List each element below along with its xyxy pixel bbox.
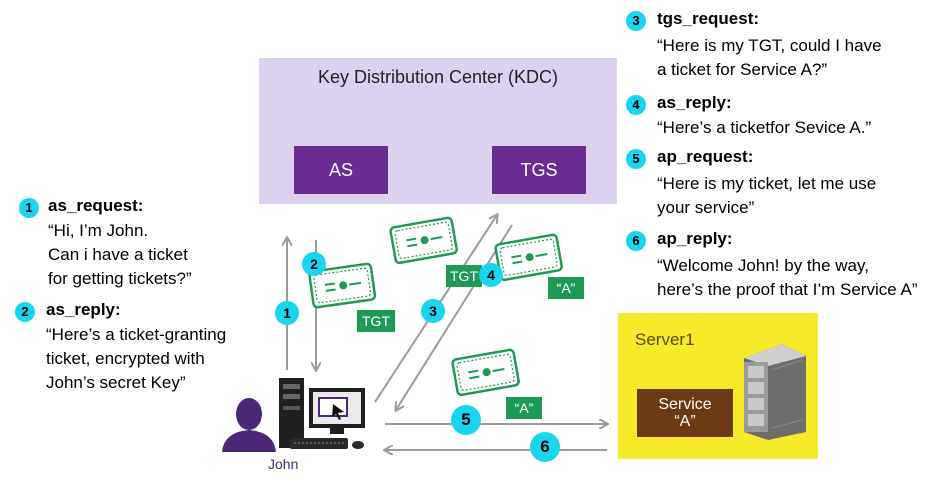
- step-badge-4: 4: [626, 95, 646, 115]
- step-5-title: ap_request:: [657, 147, 754, 166]
- diagram-badge-3: 3: [421, 299, 445, 323]
- tgt-tag: TGT: [357, 310, 395, 332]
- client-label: John: [268, 456, 299, 472]
- service-label-line2: “A”: [674, 413, 696, 430]
- step-2-title: as_reply:: [46, 300, 121, 319]
- monitor-icon: [309, 388, 365, 434]
- step-3-title: tgs_request:: [657, 9, 760, 28]
- ticket-icon: [493, 232, 564, 282]
- tgs-label: TGS: [520, 160, 558, 180]
- step-1-title: as_request:: [48, 196, 144, 215]
- diagram-badge-5: 5: [451, 405, 481, 435]
- server1-icon: [744, 344, 806, 440]
- step-6-title: ap_reply:: [657, 229, 733, 248]
- step-5-text: “Here is my ticket, let me use your serv…: [657, 174, 877, 217]
- service-box: Service “A”: [637, 389, 733, 437]
- step-badge-2: 2: [15, 302, 35, 322]
- step-badge-5: 5: [626, 149, 646, 169]
- service-a-tag: “A”: [506, 397, 542, 419]
- step-6-text: “Welcome John! by the way, here’s the pr…: [657, 256, 918, 299]
- pc-tower-icon: [279, 378, 304, 448]
- step-1-text: “Hi, I’m John. Can i have a ticket for g…: [48, 221, 192, 288]
- diagram-badge-2: 2: [302, 252, 326, 276]
- step-3-text: “Here is my TGT, could I have a ticket f…: [657, 36, 882, 79]
- server1-title: Server1: [635, 330, 695, 349]
- ticket-icon: [450, 347, 521, 397]
- as-box: AS: [294, 146, 388, 194]
- diagram-badge-1: 1: [275, 301, 299, 325]
- step-2-text: “Here’s a ticket-granting ticket, encryp…: [46, 325, 227, 392]
- diagram-badge-4: 4: [479, 263, 503, 287]
- tgs-box: TGS: [492, 146, 586, 194]
- keyboard-icon: [290, 438, 348, 449]
- step-badge-3: 3: [626, 11, 646, 31]
- arrow-4: [396, 224, 513, 410]
- tgt-tag: TGT: [446, 265, 482, 287]
- step-badge-1: 1: [19, 198, 39, 218]
- service-a-tag: “A”: [548, 277, 584, 299]
- step-badge-6: 6: [626, 231, 646, 251]
- user-icon: [222, 398, 276, 452]
- kdc-title: Key Distribution Center (KDC): [317, 67, 559, 87]
- as-label: AS: [328, 160, 353, 180]
- ticket-icon: [388, 215, 459, 265]
- step-4-title: as_reply:: [657, 93, 732, 112]
- mouse-icon: [352, 441, 364, 449]
- service-label-line1: Service: [658, 396, 712, 413]
- step-4-text: “Here’s a ticketfor Sevice A.”: [657, 118, 872, 137]
- diagram-badge-6: 6: [530, 432, 560, 462]
